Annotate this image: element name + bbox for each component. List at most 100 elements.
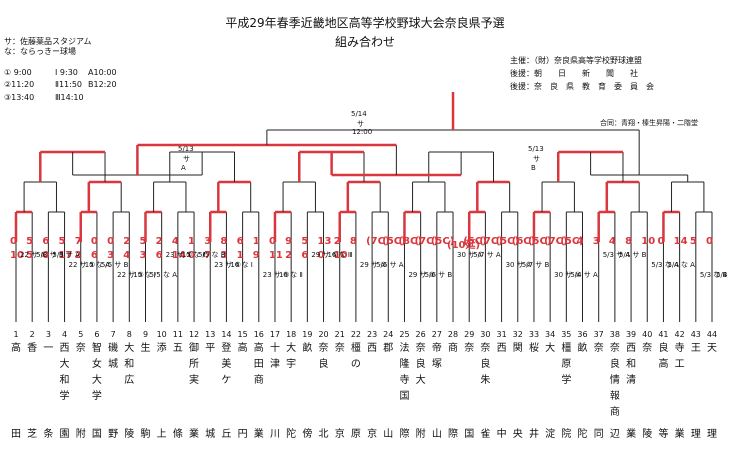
team-suffix: 傍	[302, 429, 313, 440]
legend-time-3b: Ⅲ14:10	[55, 93, 84, 102]
team-number: 25	[399, 330, 410, 339]
team-number: 4	[62, 330, 68, 339]
legend-time-2a: ②11:20	[4, 80, 35, 89]
team-number: 13	[205, 330, 216, 339]
team-number: 3	[45, 330, 51, 339]
score-label: 3	[107, 250, 115, 261]
team-name: 寺工	[674, 343, 685, 370]
score-label: 6	[236, 236, 244, 247]
team-name: 橿の	[350, 343, 361, 370]
score-label: 0	[268, 236, 276, 247]
team-suffix: 京	[334, 429, 345, 440]
legend-time-2b: Ⅱ11:50	[55, 80, 82, 89]
team-name: 良高	[658, 343, 669, 370]
joint-team-note: 合同：青翔・榛生昇陽・二階堂	[600, 119, 698, 127]
team-name: 奈良情報商	[609, 343, 620, 418]
legend-time-3a: ③13:40	[4, 93, 35, 102]
team-name: 西	[496, 343, 507, 354]
organizer-2: 後援：朝 日 新 聞 社	[510, 69, 638, 78]
team-name: 添	[156, 343, 167, 354]
team-suffix: 園	[59, 429, 70, 440]
pairing-label: 5/4 な B	[716, 271, 730, 279]
score-label: (5C)	[430, 236, 455, 247]
score-label: (5C)	[463, 236, 487, 247]
team-name: 西大和学	[59, 343, 70, 402]
page-subtitle: 組み合わせ	[334, 35, 395, 49]
team-suffix: 山	[431, 429, 442, 440]
team-suffix: 陀	[577, 429, 588, 440]
pairing-label: 23 サ ①	[165, 251, 193, 259]
semi-a-slot: A	[181, 164, 186, 172]
team-name: 奈良	[318, 343, 329, 370]
final-venue: サ	[357, 120, 364, 128]
team-suffix: 田	[11, 429, 21, 440]
pairing-label: 5/5 サ A	[52, 251, 80, 259]
team-number: 36	[577, 330, 588, 339]
team-name: 関	[512, 343, 523, 354]
legend-time-2c: B12:20	[88, 80, 117, 89]
team-suffix: 附	[75, 429, 86, 440]
pairing-label: 15 な A	[84, 261, 110, 269]
score-label: 6	[42, 236, 50, 247]
team-suffix: 理	[690, 429, 701, 440]
team-name: 御所実	[189, 343, 200, 386]
team-suffix: 北	[318, 429, 329, 440]
score-label: 3	[220, 250, 228, 261]
team-suffix: 野	[108, 429, 119, 440]
score-label: 5	[139, 236, 147, 247]
score-label: 4	[171, 236, 179, 247]
score-label: 0	[188, 250, 195, 261]
pairing-label: 5/6 サ B	[424, 271, 453, 279]
pairing-label: 22 サ ①	[20, 251, 47, 259]
score-label: 6	[155, 250, 163, 261]
semi-a-venue: サ	[183, 155, 190, 163]
team-suffix: 上	[156, 429, 167, 440]
pairing-label: 16 な Ⅰ	[230, 261, 253, 269]
pairing-label: 30 サ ①	[457, 251, 484, 259]
score-label: 2	[74, 250, 82, 261]
team-number: 38	[609, 330, 620, 339]
team-name: 十津	[269, 343, 280, 370]
pairing-label: 15 な Ⅰ	[133, 271, 156, 279]
team-number: 12	[188, 330, 200, 339]
team-number: 35	[561, 330, 572, 339]
score-label: 14	[171, 250, 186, 261]
semi-b-venue: サ	[533, 155, 540, 163]
team-name: 奈	[593, 343, 604, 354]
team-suffix: 井	[528, 429, 539, 440]
team-suffix: 国	[464, 429, 475, 440]
score-label: 5	[301, 236, 309, 247]
team-number: 16	[253, 330, 264, 339]
team-number: 1	[13, 330, 19, 339]
team-name: 商	[448, 343, 459, 354]
score-label: 1	[252, 236, 260, 247]
team-suffix: 陵	[642, 429, 653, 440]
team-number: 29	[464, 330, 475, 339]
pairing-label: 29 サ ①	[311, 251, 338, 259]
score-label: 0	[317, 250, 325, 261]
score-label: 2	[123, 236, 131, 247]
team-suffix: 条	[43, 429, 54, 440]
legend-venue-1: サ：佐藤薬品スタジアム	[4, 37, 92, 46]
score-label: 3	[592, 236, 600, 247]
team-number: 5	[78, 330, 84, 339]
score-label: 2	[155, 236, 163, 247]
pairing-label: 5/3 サ A	[602, 251, 631, 259]
team-name: 高	[237, 343, 248, 354]
team-name: 天	[707, 343, 717, 354]
team-suffix: 芝	[27, 429, 38, 440]
score-label: 4	[608, 236, 616, 247]
score-label: 9	[285, 236, 293, 247]
team-name: 香	[27, 343, 38, 354]
team-number: 26	[415, 330, 426, 339]
team-name: 奈良大	[415, 343, 426, 386]
team-suffix: 理	[707, 429, 717, 440]
score-label: 10	[641, 236, 656, 247]
pairing-label: 5/3 な B	[699, 271, 728, 279]
score-label: 10	[333, 250, 348, 261]
team-number: 7	[110, 330, 116, 339]
score-label: 3	[204, 236, 212, 247]
score-label: 8	[220, 236, 228, 247]
pairing-label: 16 な Ⅲ	[327, 251, 353, 259]
